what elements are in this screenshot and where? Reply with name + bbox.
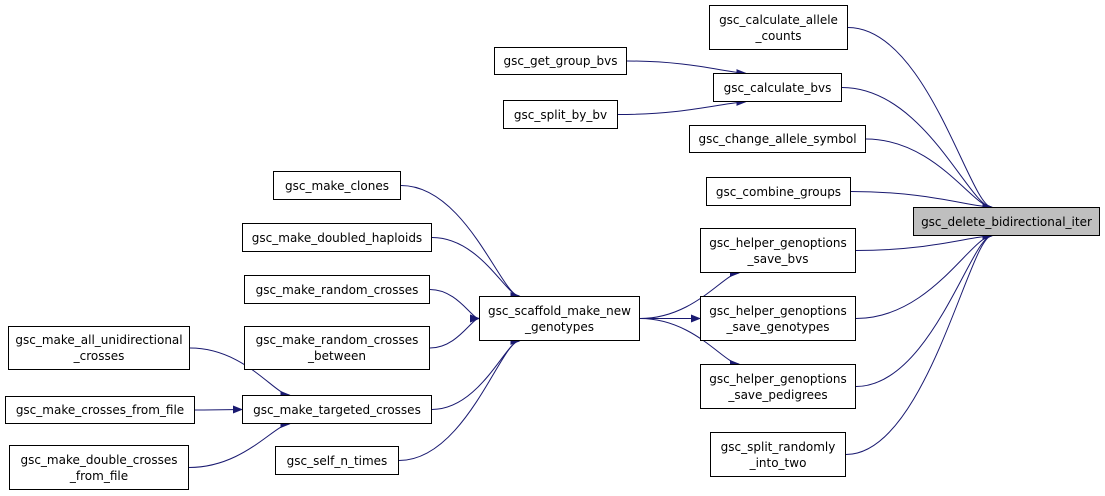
node-split-by-bv[interactable]: gsc_split_by_bv <box>503 100 618 129</box>
node-label-line: gsc_change_allele_symbol <box>698 132 857 146</box>
node-make-crosses-from-file[interactable]: gsc_make_crosses_from_file <box>5 396 195 424</box>
node-split-randomly-into-two[interactable]: gsc_split_randomly _into_two <box>710 432 846 477</box>
node-label-line: gsc_calculate_bvs <box>723 80 832 95</box>
node-get-group-bvs[interactable]: gsc_get_group_bvs <box>494 47 627 75</box>
node-label-line: gsc_combine_groups <box>715 184 842 199</box>
edge-get-group-bvs-to-calculate-bvs <box>626 60 747 77</box>
node-calculate-allele-counts[interactable]: gsc_calculate_allele _counts <box>709 5 848 50</box>
node-label-line: gsc_make_double_crosses <box>20 452 178 467</box>
node-label-line: gsc_scaffold_make_new <box>488 303 631 318</box>
node-label-line: gsc_get_group_bvs <box>503 54 618 68</box>
node-label-line: gsc_helper_genoptions <box>709 235 847 250</box>
node-label-line: _into_two <box>749 455 807 470</box>
node-label-line: gsc_delete_bidirectional_iter <box>921 214 1092 229</box>
node-make-all-unidirectional-crosses[interactable]: gsc_make_all_unidirectional _crosses <box>8 326 190 370</box>
node-label-line: _save_pedigrees <box>728 387 828 402</box>
node-label-line: gsc_helper_genoptions <box>709 303 847 318</box>
edge-helper-genoptions-save-pedigrees-to-delete-bidirectional-iter <box>855 232 993 387</box>
node-make-double-crosses-from-file[interactable]: gsc_make_double_crosses _from_file <box>9 445 189 490</box>
node-calculate-bvs[interactable]: gsc_calculate_bvs <box>713 73 842 102</box>
node-label-line: _from_file <box>69 468 129 483</box>
edge-split-randomly-into-two-to-delete-bidirectional-iter <box>845 232 993 455</box>
edge-calculate-bvs-to-delete-bidirectional-iter <box>841 87 993 211</box>
node-change-allele-symbol[interactable]: gsc_change_allele_symbol <box>689 125 866 153</box>
node-label-line: gsc_make_crosses_from_file <box>15 403 185 417</box>
edge-calculate-allele-counts-to-delete-bidirectional-iter <box>847 27 993 211</box>
edge-split-by-bv-to-calculate-bvs <box>617 98 747 115</box>
node-scaffold-make-new-genotypes[interactable]: gsc_scaffold_make_new _genotypes <box>479 296 640 341</box>
node-combine-groups[interactable]: gsc_combine_groups <box>706 177 851 206</box>
edge-make-targeted-crosses-to-scaffold-make-new-genotypes <box>431 337 521 410</box>
edge-combine-groups-to-delete-bidirectional-iter <box>850 191 993 211</box>
node-label-line: gsc_make_clones <box>285 178 389 193</box>
node-label-line: _save_bvs <box>747 251 809 266</box>
edge-make-doubled-haploids-to-scaffold-make-new-genotypes <box>431 237 521 300</box>
node-label-line: gsc_make_random_crosses <box>255 333 419 347</box>
node-label-line: gsc_self_n_times <box>286 453 388 468</box>
node-label-line: gsc_make_all_unidirectional <box>15 333 183 347</box>
node-helper-genoptions-save-pedigrees[interactable]: gsc_helper_genoptions _save_pedigrees <box>700 364 856 409</box>
edge-helper-genoptions-save-genotypes-to-delete-bidirectional-iter <box>855 232 993 319</box>
edge-scaffold-make-new-genotypes-to-helper-genoptions-save-bvs <box>639 269 740 319</box>
node-delete-bidirectional-iter: gsc_delete_bidirectional_iter <box>913 207 1100 236</box>
node-label-line: gsc_split_randomly <box>720 439 836 454</box>
node-make-doubled-haploids[interactable]: gsc_make_doubled_haploids <box>242 223 432 252</box>
node-make-random-crosses[interactable]: gsc_make_random_crosses <box>244 275 430 304</box>
node-label-line: gsc_make_targeted_crosses <box>253 402 421 417</box>
edge-make-crosses-from-file-to-make-targeted-crosses <box>194 405 243 414</box>
edge-make-random-crosses-between-to-scaffold-make-new-genotypes <box>429 314 480 349</box>
node-make-random-crosses-between[interactable]: gsc_make_random_crosses _between <box>244 326 430 370</box>
edge-make-all-unidirectional-crosses-to-make-targeted-crosses <box>189 347 291 399</box>
edge-make-random-crosses-to-scaffold-make-new-genotypes <box>429 289 480 323</box>
node-label-line: _save_genotypes <box>726 319 830 334</box>
edge-make-double-crosses-from-file-to-make-targeted-crosses <box>188 420 291 468</box>
edge-scaffold-make-new-genotypes-to-helper-genoptions-save-pedigrees <box>639 318 740 368</box>
node-label-line: _counts <box>755 28 802 43</box>
node-label-line: gsc_make_doubled_haploids <box>251 230 423 245</box>
edge-self-n-times-to-scaffold-make-new-genotypes <box>398 337 521 461</box>
node-label-line: _between <box>308 349 366 363</box>
node-label-line: _crosses <box>73 349 125 363</box>
node-label-line: gsc_calculate_allele <box>719 12 838 27</box>
node-label-line: gsc_split_by_bv <box>513 107 608 122</box>
node-make-clones[interactable]: gsc_make_clones <box>273 171 401 200</box>
node-self-n-times[interactable]: gsc_self_n_times <box>275 446 399 475</box>
edge-helper-genoptions-save-bvs-to-delete-bidirectional-iter <box>855 232 993 251</box>
node-label-line: gsc_make_random_crosses <box>255 282 419 297</box>
node-label-line: gsc_helper_genoptions <box>709 371 847 386</box>
node-make-targeted-crosses[interactable]: gsc_make_targeted_crosses <box>242 395 432 424</box>
node-helper-genoptions-save-genotypes[interactable]: gsc_helper_genoptions _save_genotypes <box>700 296 856 341</box>
node-label-line: _genotypes <box>524 319 594 334</box>
node-helper-genoptions-save-bvs[interactable]: gsc_helper_genoptions _save_bvs <box>700 228 856 273</box>
